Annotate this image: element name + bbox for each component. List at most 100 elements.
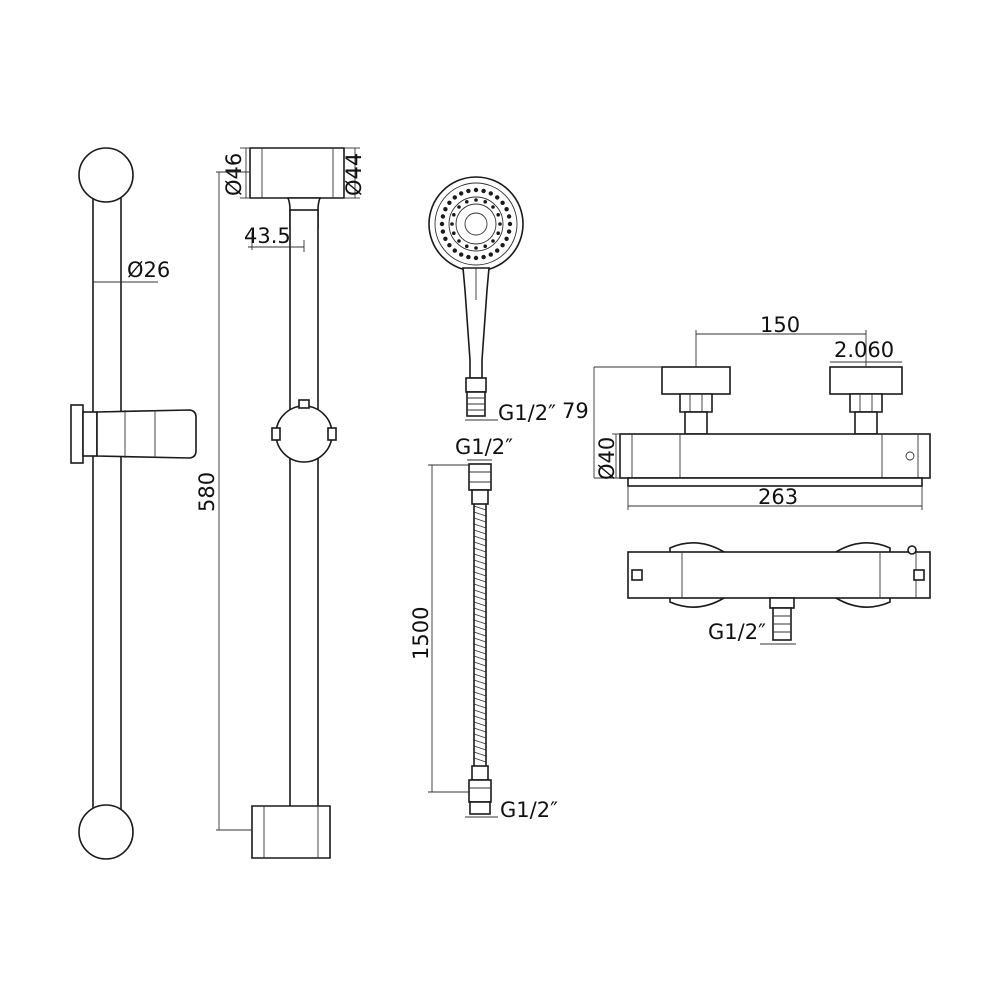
hose-coil-ridge (473, 547, 487, 553)
hose-coil-ridge (473, 505, 487, 511)
slider-knob (70, 404, 84, 464)
hose-coil-ridge (473, 529, 487, 535)
bar-bottom-cap (78, 804, 134, 860)
hose-coil-ridge (473, 643, 487, 649)
dim-valve-centers: 150 (760, 313, 800, 337)
slider-holder (96, 409, 197, 459)
hose-coil-ridge (473, 637, 487, 643)
hose-coil-ridge (473, 517, 487, 523)
nozzle-dot (474, 198, 478, 202)
slider-side-pin-right (327, 427, 337, 441)
nozzle-dot (459, 252, 464, 257)
nozzle-dot (506, 229, 512, 234)
hose-coil-ridge (473, 523, 487, 529)
nozzle-dot (491, 205, 495, 209)
dim-bracket-left-diameter: Ø46 (222, 153, 246, 196)
nozzle-dot (506, 214, 512, 219)
hose-coil-ridge (473, 511, 487, 517)
hose-coil-ridge (473, 751, 487, 757)
hose-coil-ridge (473, 739, 487, 745)
valve-top-left-mark (631, 569, 643, 581)
nozzle-dot (496, 213, 501, 217)
dim-valve-length: 263 (758, 485, 798, 509)
slide-bar-side-view: Ø46 Ø44 43.5 580 (195, 147, 366, 859)
nozzle-dot (450, 222, 454, 226)
hose-coil-ridge (473, 721, 487, 727)
nozzle-dot (465, 244, 469, 248)
nozzle-dot (452, 231, 456, 235)
hand-shower-view: G1/2″ (428, 176, 556, 425)
nozzle-dot (500, 200, 505, 205)
dim-valve-height: 79 (562, 399, 589, 423)
dim-wall-offset: 43.5 (244, 224, 291, 248)
slider-neck (82, 411, 98, 457)
hose-coil-ridge (473, 625, 487, 631)
hose-coil-ridge (473, 685, 487, 691)
valve-top-right-mark (913, 569, 925, 581)
valve-outlet-nut (769, 597, 795, 609)
dim-handshower-thread: G1/2″ (498, 401, 556, 425)
nozzle-dot (459, 191, 464, 196)
hose-coil (473, 504, 487, 766)
nozzle-dot (465, 200, 469, 204)
valve-indicator-dot (905, 451, 915, 461)
nozzle-dot (495, 248, 500, 253)
hose-coil-ridge (473, 577, 487, 583)
hose-coil-ridge (473, 703, 487, 709)
nozzle-dot (457, 205, 461, 209)
hose-coil-ridge (473, 661, 487, 667)
hose-coil-ridge (473, 715, 487, 721)
nozzle-dot (504, 207, 509, 212)
hose-coil-ridge (473, 553, 487, 559)
dim-valve-diameter: Ø40 (595, 437, 619, 480)
dim-valve-outlet-thread: G1/2″ (708, 620, 766, 644)
valve-body-base (627, 477, 923, 487)
nozzle-dot (452, 195, 457, 200)
slider-side-pin-left (271, 427, 281, 441)
nozzle-dot (452, 213, 456, 217)
nozzle-dot (443, 207, 448, 212)
valve-left-connector (684, 411, 708, 435)
nozzle-dot (466, 188, 471, 194)
nozzle-dot (498, 222, 502, 226)
nozzle-dot (483, 200, 488, 204)
hose-top-nut (468, 463, 492, 491)
hose-coil-ridge (473, 559, 487, 565)
hose-view: G1/2″ G1/2″ 1500 (409, 435, 558, 822)
nozzle-dot (507, 221, 513, 227)
nozzle-dot (447, 200, 452, 205)
dim-bar-length: 580 (195, 472, 219, 512)
hose-coil-ridge (473, 535, 487, 541)
nozzle-dot (495, 195, 500, 200)
hose-coil-ridge (473, 619, 487, 625)
hose-coil-ridge (473, 589, 487, 595)
hose-coil-ridge (473, 565, 487, 571)
hose-coil-ridge (473, 541, 487, 547)
valve-right-flange (829, 366, 903, 395)
handle-connector (465, 377, 487, 393)
nozzle-dot (473, 187, 479, 193)
nozzle-dot (447, 243, 452, 248)
bar-tube (92, 194, 122, 821)
hose-coil-ridge (473, 727, 487, 733)
hose-coil-ridge (473, 733, 487, 739)
slider-bracket (70, 404, 197, 464)
hose-coil-ridge (473, 595, 487, 601)
hose-coil-ridge (473, 757, 487, 763)
top-wall-bracket (249, 147, 345, 199)
valve-body (619, 433, 931, 479)
nozzle-dot (440, 214, 446, 219)
hose-bottom-thread (469, 801, 491, 815)
hose-coil-ridge (473, 601, 487, 607)
nozzle-dot (504, 236, 509, 241)
hose-bottom-ferrule (471, 765, 489, 781)
hose-coil-ridge (473, 571, 487, 577)
nozzle-dot (481, 188, 486, 194)
hose-coil-ridge (473, 745, 487, 751)
hose-coil-ridge (473, 655, 487, 661)
dim-eccentric-size: 2.060 (834, 338, 894, 362)
dim-hose-length: 1500 (409, 607, 433, 660)
bar-top-cap (78, 147, 134, 203)
